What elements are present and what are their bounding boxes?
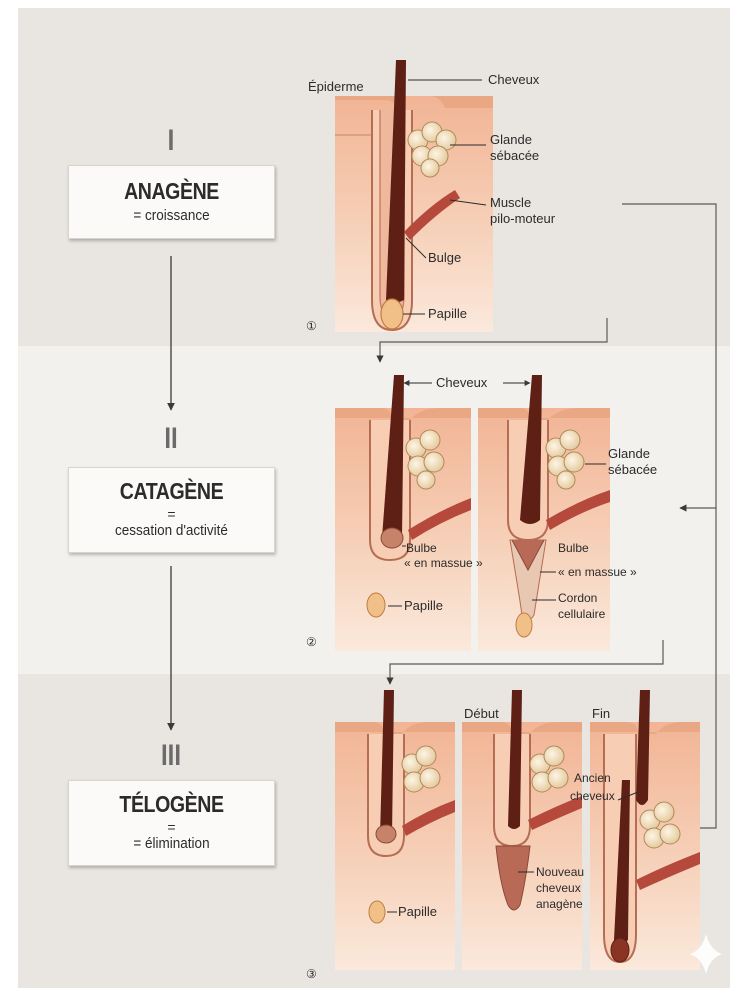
label-bulbe-2b: Bulbe xyxy=(558,541,589,555)
label-nouveau-cheveux: cheveux xyxy=(536,881,581,895)
label-ancien: Ancien xyxy=(574,771,611,785)
label-fin: Fin xyxy=(592,706,610,721)
phase-box-anagene: ANAGÈNE = croissance xyxy=(68,165,275,239)
phase-box-catagene: CATAGÈNE = cessation d'activité xyxy=(68,467,275,553)
label-cordon: Cordon xyxy=(558,591,597,605)
label-nouveau: Nouveau xyxy=(536,865,584,879)
papilla-2b xyxy=(516,613,532,637)
papilla-2a xyxy=(367,593,385,617)
label-massue-2a: « en massue » xyxy=(404,556,483,570)
panel-telogene-c xyxy=(590,690,700,970)
label-papille-1: Papille xyxy=(428,306,467,321)
panel-number-2: ② xyxy=(306,635,317,649)
panel-catagene-a xyxy=(335,375,471,651)
phase-box-telogene: TÉLOGÈNE = = élimination xyxy=(68,780,275,866)
panel-telogene-b xyxy=(462,690,582,970)
phase-eq-catagene: = xyxy=(69,509,274,520)
label-sebacee-2: sébacée xyxy=(608,462,657,477)
phase-desc-catagene: cessation d'activité xyxy=(79,522,264,539)
label-debut: Début xyxy=(464,706,499,721)
numeral-2: II xyxy=(155,422,187,456)
label-massue-2b: « en massue » xyxy=(558,565,637,579)
numeral-1: I xyxy=(155,124,187,158)
label-papille-2: Papille xyxy=(404,598,443,613)
phase-title-catagene: CATAGÈNE xyxy=(84,478,258,505)
phase-eq-telogene: = xyxy=(69,822,274,833)
label-bulge: Bulge xyxy=(428,250,461,265)
label-anagene: anagène xyxy=(536,897,583,911)
phase-title-telogene: TÉLOGÈNE xyxy=(84,791,258,818)
label-glande-1: Glande xyxy=(490,132,532,147)
phase-desc-telogene: = élimination xyxy=(79,835,264,852)
label-muscle: Muscle xyxy=(490,195,531,210)
phase-title-anagene: ANAGÈNE xyxy=(84,178,258,205)
label-epiderme: Épiderme xyxy=(308,79,364,94)
label-cheveux-mid: Cheveux xyxy=(436,375,488,390)
label-papille-3: Papille xyxy=(398,904,437,919)
label-pilo-moteur: pilo-moteur xyxy=(490,211,556,226)
label-sebacee-1: sébacée xyxy=(490,148,539,163)
panel-number-3: ③ xyxy=(306,967,317,981)
label-cellulaire: cellulaire xyxy=(558,607,606,621)
label-cheveux-top: Cheveux xyxy=(488,72,540,87)
panel-number-1: ① xyxy=(306,319,317,333)
label-ancien-cheveux: cheveux xyxy=(570,789,615,803)
phase-desc-anagene: = croissance xyxy=(79,207,264,224)
label-glande-2: Glande xyxy=(608,446,650,461)
panel-telogene-a xyxy=(335,690,455,970)
panel-anagene xyxy=(335,60,493,332)
label-bulbe-2a: Bulbe xyxy=(406,541,437,555)
numeral-3: III xyxy=(147,739,195,773)
